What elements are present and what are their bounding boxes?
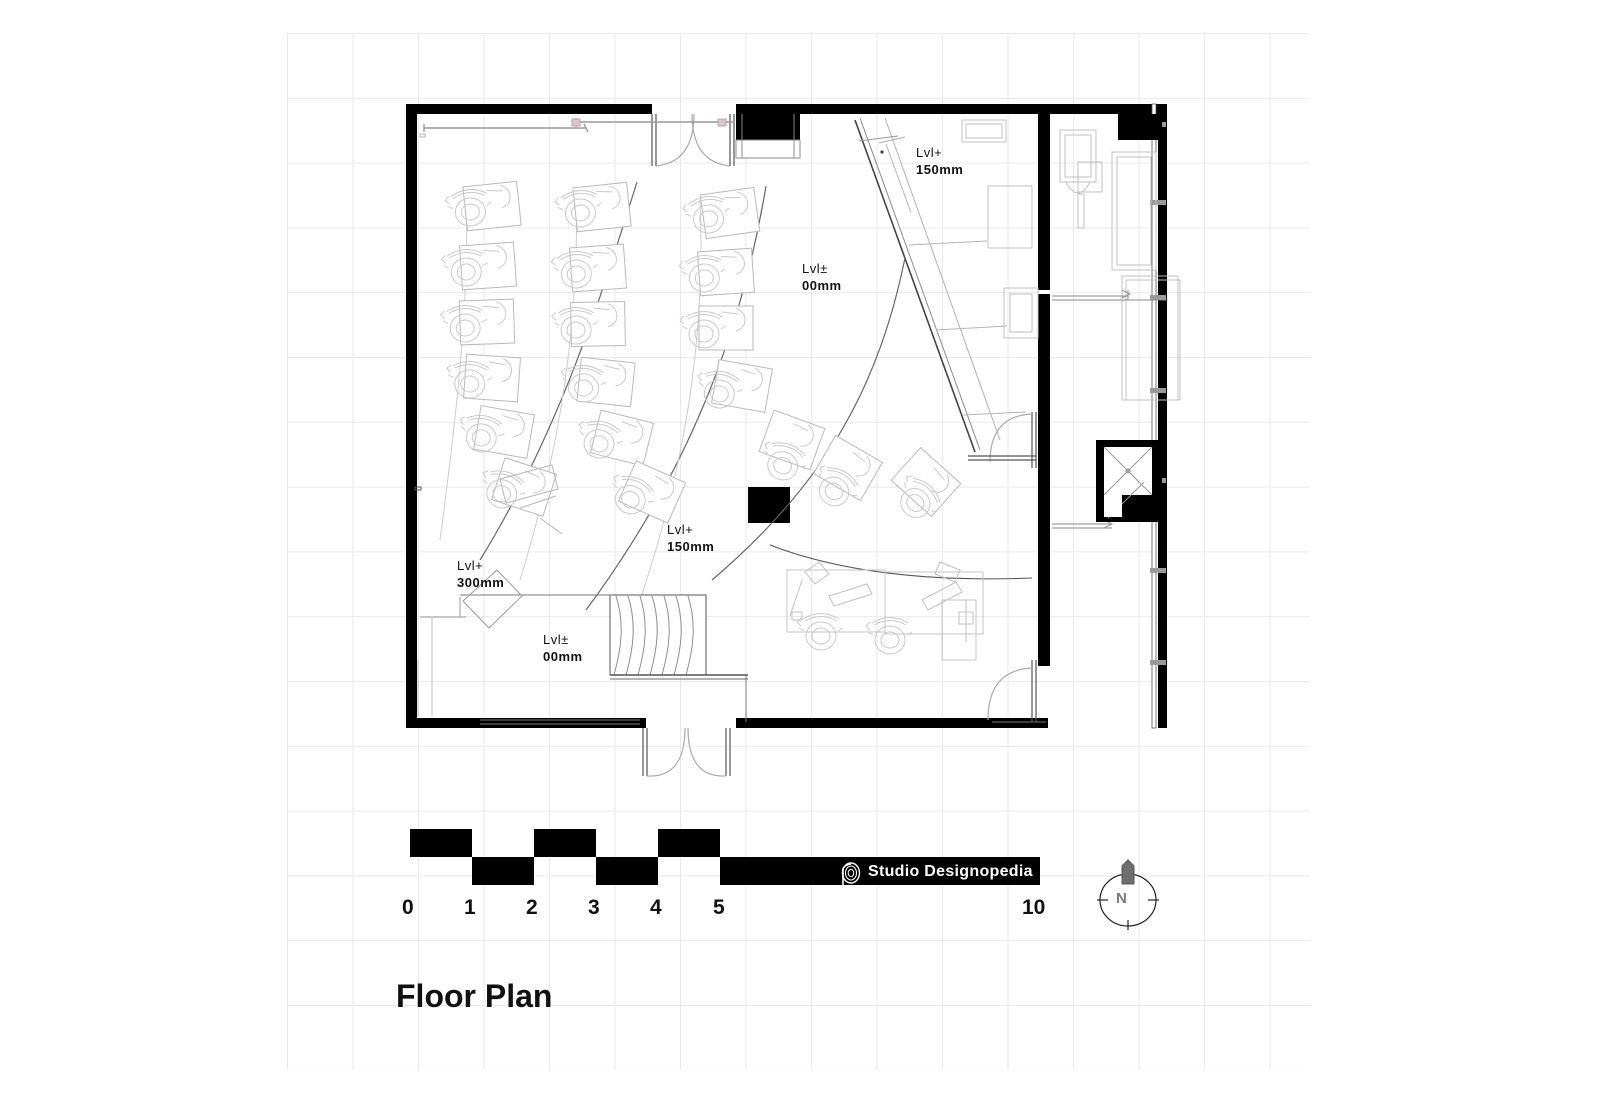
level-annotation-lvl-00-center: Lvl± 00mm	[802, 260, 842, 294]
scale-label-0: 0	[402, 896, 414, 919]
scale-label-4: 4	[650, 896, 662, 919]
level-annotation-lvl-150-top-right: Lvl+ 150mm	[916, 144, 963, 178]
level-annotation-line2: 150mm	[667, 539, 715, 554]
level-annotation-line2: 150mm	[916, 162, 964, 177]
level-annotation-lvl-00-bottom: Lvl± 00mm	[543, 631, 583, 665]
north-arrow-icon	[1097, 859, 1159, 930]
page-title: Floor Plan	[396, 978, 553, 1014]
level-annotation-lvl-300-left: Lvl+ 300mm	[457, 557, 504, 591]
level-annotation-line2: 00mm	[802, 278, 842, 293]
scale-label-3: 3	[588, 896, 600, 919]
north-arrow-label: N	[1116, 890, 1127, 907]
level-annotation-line1: Lvl±	[802, 261, 828, 276]
level-annotation-line2: 00mm	[543, 649, 583, 664]
studio-logo-bar	[722, 857, 1040, 885]
scale-label-1: 1	[464, 896, 476, 919]
level-annotation-lvl-150-center: Lvl+ 150mm	[667, 521, 714, 555]
level-annotation-line1: Lvl±	[543, 632, 569, 647]
scale-bar-segment	[410, 829, 472, 857]
studio-logo-text: Studio Designopedia	[868, 863, 1033, 880]
scale-label-2: 2	[526, 896, 538, 919]
level-annotation-line1: Lvl+	[667, 522, 694, 537]
scale-bar-segment	[534, 829, 596, 857]
scale-label-5: 5	[713, 896, 725, 919]
scale-bar-segment	[596, 857, 658, 885]
scale-label-10: 10	[1022, 896, 1046, 919]
level-annotation-line1: Lvl+	[916, 145, 943, 160]
level-annotation-line1: Lvl+	[457, 558, 484, 573]
level-annotation-line2: 300mm	[457, 575, 505, 590]
scale-bar-segment	[658, 829, 720, 857]
scale-bar-segment	[472, 857, 534, 885]
studio-logo-icon	[841, 862, 861, 885]
